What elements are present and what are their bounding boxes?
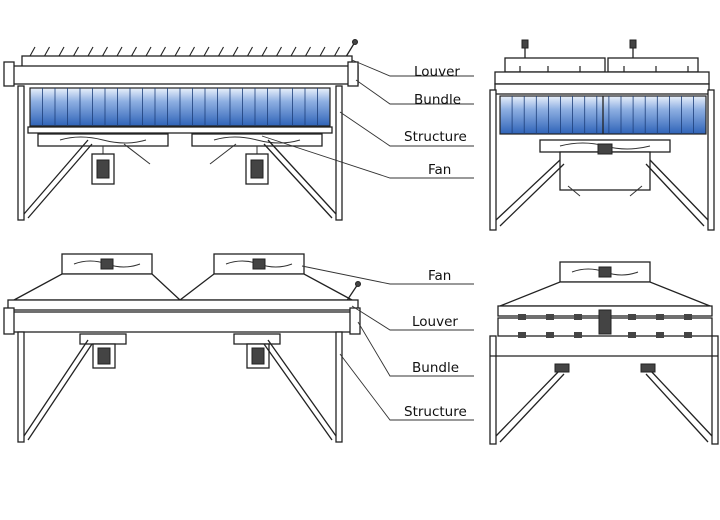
- louver-blade: [232, 46, 239, 57]
- leader-top-structure: [339, 111, 474, 147]
- bottom-right-fan-hub: [598, 266, 612, 278]
- label-top-structure: Structure: [404, 129, 467, 145]
- top-right-bundle-tubes: [511, 96, 694, 134]
- louver-blade: [203, 46, 210, 57]
- bottom-left-structure: [17, 331, 343, 443]
- label-bottom-structure: Structure: [404, 404, 467, 420]
- bundle-bolt: [546, 314, 554, 320]
- leader-bottom-fan: [301, 265, 474, 285]
- top-right-motor-housing: [559, 151, 651, 191]
- top-right-view: [489, 39, 715, 231]
- bottom-left-louver-lever: [345, 283, 359, 303]
- louver-blade: [189, 46, 195, 57]
- bundle-bolt: [574, 332, 582, 338]
- bottom-left-motor-2: [233, 333, 281, 369]
- bottom-left-louver-frame: [7, 299, 359, 311]
- bottom-left-nozzle-right: [349, 307, 361, 335]
- bundle-bolt: [546, 332, 554, 338]
- bottom-left-motor-1: [79, 333, 127, 369]
- louver-blade: [290, 46, 297, 57]
- top-right-structure: [489, 89, 715, 231]
- bottom-right-structure: [489, 335, 719, 445]
- bundle-bolt: [656, 332, 664, 338]
- louver-blade: [102, 46, 108, 57]
- bottom-left-bundle: [7, 311, 359, 333]
- louver-blade: [305, 46, 311, 57]
- labels: Louver Bundle Structure Fan Fan Louver B…: [404, 64, 467, 420]
- top-right-header-lower: [494, 83, 710, 95]
- bundle-bolt: [628, 332, 636, 338]
- top-left-lever-knob: [352, 39, 358, 45]
- top-left-fan-blade-1: [59, 136, 147, 144]
- top-left-nozzle-right: [347, 61, 359, 87]
- top-left-fan-blade-2: [213, 136, 301, 144]
- louver-blade: [73, 46, 79, 57]
- louver-blade: [276, 46, 282, 57]
- label-bottom-louver: Louver: [412, 314, 458, 330]
- bundle-bolt: [656, 314, 664, 320]
- leader-bottom-structure: [339, 353, 474, 421]
- leader-bottom-bundle: [357, 321, 474, 377]
- bottom-left-nozzle-left: [3, 307, 15, 335]
- top-left-header-box: [7, 65, 359, 85]
- bottom-right-view: [489, 261, 719, 445]
- bottom-left-fan-hub-1: [100, 258, 114, 270]
- bundle-bolt: [628, 314, 636, 320]
- top-right-actuator-1: [521, 39, 529, 58]
- label-top-louver: Louver: [414, 64, 460, 80]
- bundle-bolt: [518, 314, 526, 320]
- louver-blade: [247, 46, 253, 57]
- label-bottom-bundle: Bundle: [412, 360, 459, 376]
- top-left-structure: [17, 85, 343, 221]
- louver-blade: [131, 46, 137, 57]
- top-left-nozzle-left: [3, 61, 15, 87]
- top-right-hub: [597, 143, 613, 155]
- leader-bottom-louver: [351, 305, 474, 331]
- louver-blade: [29, 46, 36, 57]
- louver-blade: [334, 46, 340, 57]
- leader-top-fan: [261, 135, 474, 179]
- top-left-view: [3, 39, 359, 221]
- label-bottom-fan: Fan: [428, 268, 451, 284]
- louver-blade: [319, 46, 326, 57]
- leader-lines: [261, 59, 474, 421]
- top-right-louver-2: [607, 57, 699, 73]
- top-right-actuator-2: [629, 39, 637, 58]
- bottom-left-plenum: [13, 273, 353, 301]
- leader-top-bundle: [355, 79, 474, 105]
- bundle-bolt: [518, 332, 526, 338]
- bundle-bolt: [684, 332, 692, 338]
- top-left-louver-blades: [29, 46, 340, 57]
- top-left-bundle-tubes: [42, 88, 318, 126]
- louver-blade: [261, 46, 268, 57]
- label-top-fan: Fan: [428, 162, 451, 178]
- louver-blade: [145, 46, 152, 57]
- louver-blade: [87, 46, 94, 57]
- bottom-left-view: [3, 253, 361, 443]
- bottom-right-center-drive: [598, 309, 612, 335]
- top-left-motor-2: [245, 146, 269, 185]
- louver-blade: [116, 46, 123, 57]
- bundle-bolt: [684, 314, 692, 320]
- leader-top-louver: [351, 59, 474, 77]
- top-right-header: [494, 71, 710, 85]
- bottom-right-plenum: [499, 281, 711, 307]
- louver-blade: [44, 46, 50, 57]
- bottom-left-fan-hub-2: [252, 258, 266, 270]
- louver-blade: [58, 46, 65, 57]
- louver-blade: [160, 46, 166, 57]
- louver-blade: [218, 46, 224, 57]
- bundle-bolt: [574, 314, 582, 320]
- top-left-plenum: [27, 126, 333, 134]
- louver-blade: [174, 46, 181, 57]
- label-top-bundle: Bundle: [414, 92, 461, 108]
- top-left-motor-1: [91, 146, 115, 185]
- bottom-right-bundle-bolts: [518, 314, 692, 338]
